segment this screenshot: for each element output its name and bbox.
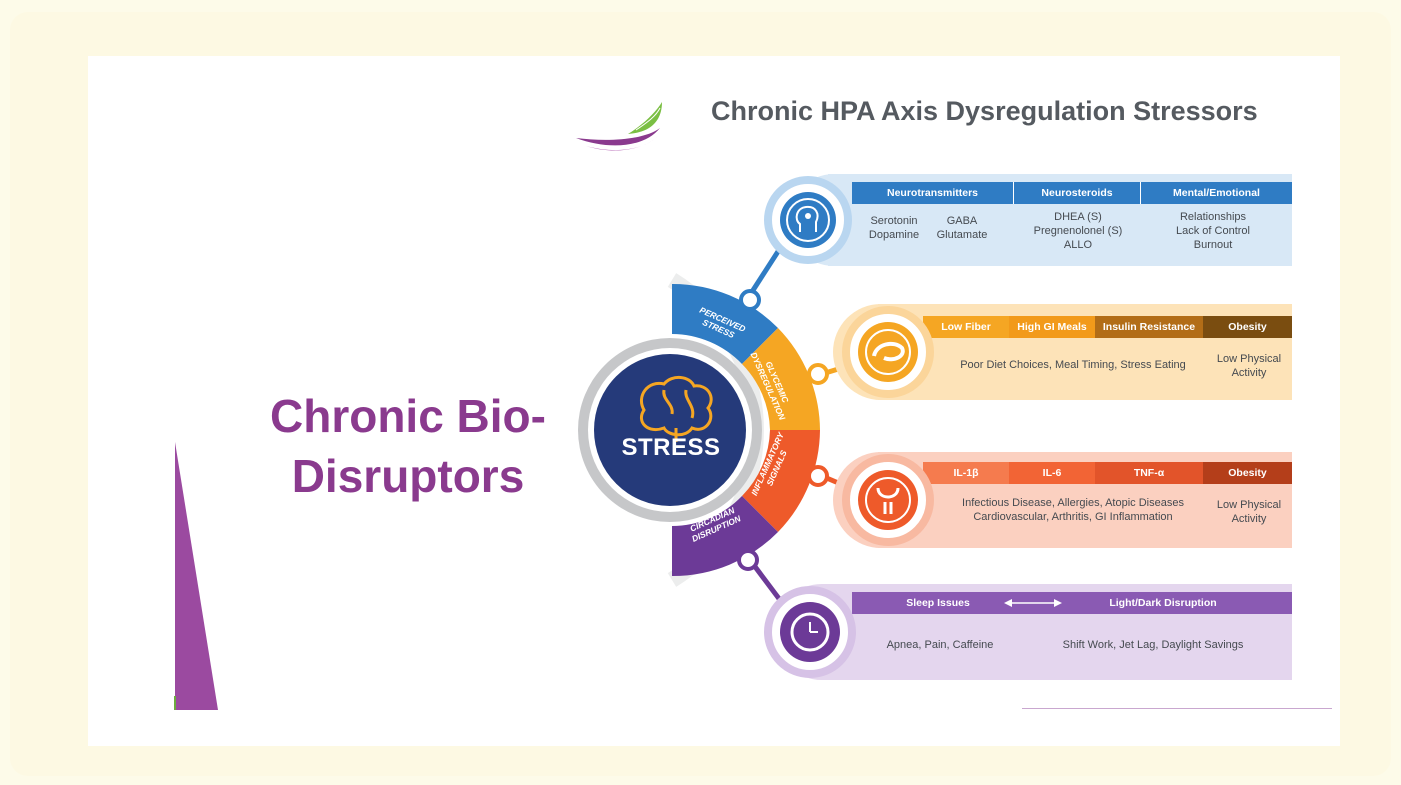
header-sleep-issues: Sleep Issues xyxy=(906,597,970,609)
head-icon xyxy=(764,176,852,264)
text-line: Activity xyxy=(1231,367,1267,379)
header-obesity-2: Obesity xyxy=(1228,467,1267,479)
brain-icon xyxy=(640,376,713,442)
header-neurosteroids: Neurosteroids xyxy=(1041,187,1113,199)
diagram-graphics xyxy=(174,102,1292,710)
header-tnf-a: TNF-α xyxy=(1133,467,1165,479)
receptor-icon xyxy=(842,454,934,546)
header-il-6: IL-6 xyxy=(1042,467,1062,479)
text-line: Serotonin xyxy=(870,215,918,227)
header-high-gi-meals: High GI Meals xyxy=(1017,321,1087,333)
leaf-logo-icon xyxy=(576,102,662,151)
header-obesity: Obesity xyxy=(1228,321,1267,333)
header-strips xyxy=(852,182,1292,614)
double-arrow-icon xyxy=(1004,599,1062,607)
header-il-1b: IL-1β xyxy=(953,467,979,479)
segment-perceived xyxy=(672,283,778,364)
stomach-icon xyxy=(842,306,934,398)
text-line: Low Physical xyxy=(1216,499,1282,511)
header-low-fiber: Low Fiber xyxy=(941,321,991,333)
text-line: GABA xyxy=(946,215,978,227)
stress-label: STRESS xyxy=(621,434,721,461)
text-line: Dopamine xyxy=(868,229,920,241)
text-line: Glutamate xyxy=(936,229,988,241)
inflammatory-text: Infectious Disease, Allergies, Atopic Di… xyxy=(938,496,1208,524)
text-line: Burnout xyxy=(1193,239,1233,251)
bottom-rule xyxy=(1022,708,1332,709)
text-line: Lack of Control xyxy=(1176,225,1250,237)
segment-circadian xyxy=(672,496,778,577)
clock-icon xyxy=(764,586,856,678)
connector-dots xyxy=(737,289,829,571)
text-line: Infectious Disease, Allergies, Atopic Di… xyxy=(962,497,1184,509)
text-line: Low Physical xyxy=(1216,353,1282,365)
neuro-col3: DHEA (S) Pregnenolonel (S) ALLO xyxy=(1016,210,1140,252)
diagram-title: Chronic HPA Axis Dysregulation Stressors xyxy=(711,96,1258,126)
headline-line-2: Disruptors xyxy=(291,450,525,502)
header-light-dark-disruption: Light/Dark Disruption xyxy=(1109,597,1217,609)
stress-center xyxy=(578,338,762,522)
text-line: Cardiovascular, Arthritis, GI Inflammati… xyxy=(973,511,1173,523)
slide: Chronic Bio- Disruptors Chronic HPA Axis… xyxy=(88,56,1340,746)
glycemic-text: Poor Diet Choices, Meal Timing, Stress E… xyxy=(960,359,1186,371)
glycemic-side: Low Physical Activity xyxy=(1206,352,1292,380)
purple-accent-wedge xyxy=(175,442,218,710)
circadian-left: Apnea, Pain, Caffeine xyxy=(886,639,994,651)
segment-glycemic xyxy=(742,328,820,430)
neuro-col2: GABA Glutamate xyxy=(930,214,994,242)
segment-inflammatory xyxy=(742,430,820,532)
inflammatory-side: Low Physical Activity xyxy=(1206,498,1292,526)
header-neurotransmitters: Neurotransmitters xyxy=(886,187,979,199)
text-line: Pregnenolonel (S) xyxy=(1033,225,1123,237)
headline: Chronic Bio- Disruptors xyxy=(238,386,578,506)
text-line: Activity xyxy=(1231,513,1267,525)
neuro-col1: Serotonin Dopamine xyxy=(864,214,924,242)
neuro-col4: Relationships Lack of Control Burnout xyxy=(1148,210,1278,252)
text-line: DHEA (S) xyxy=(1054,211,1102,223)
header-insulin-resistance: Insulin Resistance xyxy=(1102,321,1196,333)
text-line: Relationships xyxy=(1179,211,1247,223)
text-line: ALLO xyxy=(1063,239,1093,251)
circadian-right: Shift Work, Jet Lag, Daylight Savings xyxy=(1062,639,1244,651)
headline-line-1: Chronic Bio- xyxy=(270,390,546,442)
header-mental-emotional: Mental/Emotional xyxy=(1173,187,1260,199)
